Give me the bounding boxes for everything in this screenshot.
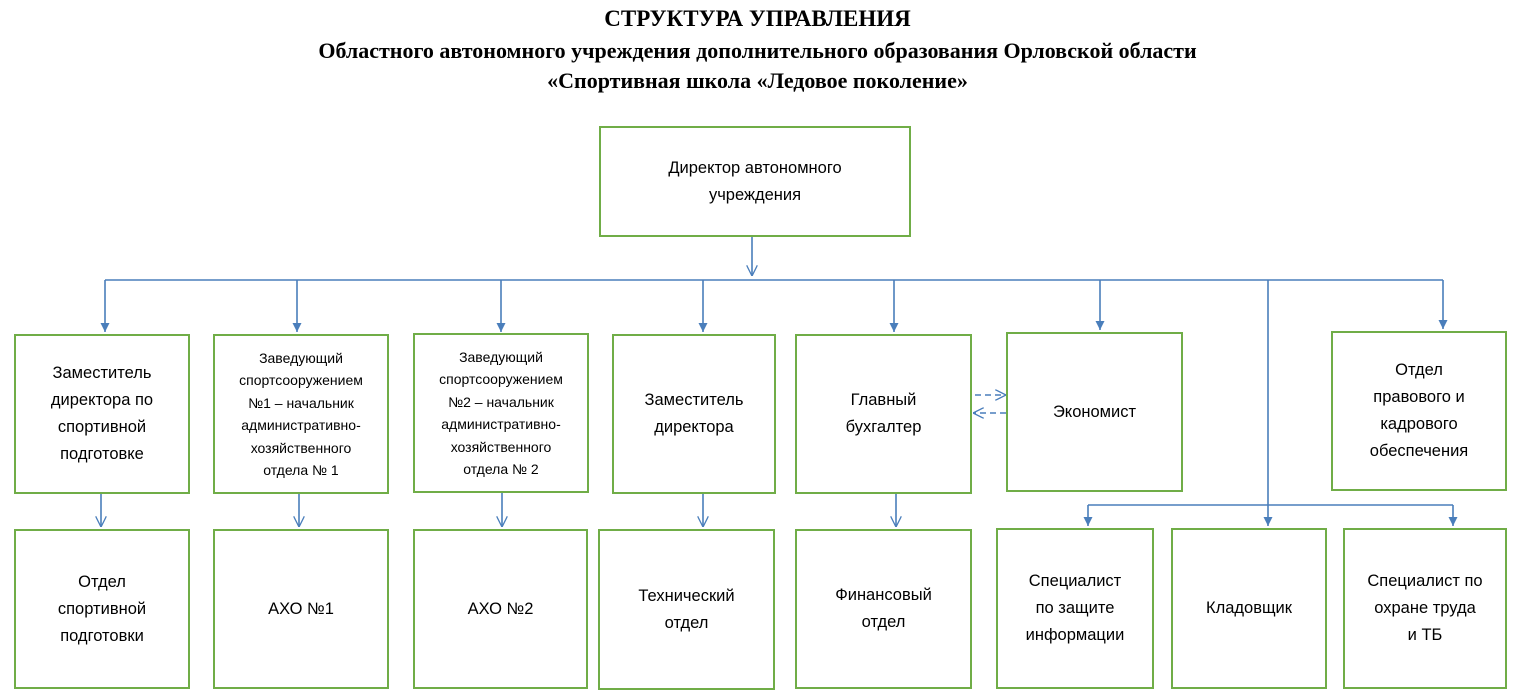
aho1-box: АХО №1: [213, 529, 389, 689]
chief-accountant-label: Главный бухгалтер: [845, 391, 922, 436]
aho2-box: АХО №2: [413, 529, 588, 689]
director-box: Директор автономного учреждения: [599, 126, 911, 237]
economist-box: Экономист: [1006, 332, 1183, 492]
aho2-label: АХО №2: [467, 599, 534, 618]
deputy-box: Заместитель директора: [612, 334, 776, 494]
head-facility-2-label: Заведующий спортсооружением №2 – начальн…: [439, 348, 563, 478]
school-name: «Спортивная школа «Ледовое поколение»: [547, 68, 968, 93]
finance-dept-box: Финансовый отдел: [795, 529, 972, 689]
deputy-sport-box: Заместитель директора по спортивной подг…: [14, 334, 190, 494]
chart-title: СТРУКТУРА УПРАВЛЕНИЯ: [604, 6, 911, 31]
finance-dept-label: Финансовый отдел: [835, 586, 932, 631]
chief-accountant-box: Главный бухгалтер: [795, 334, 972, 494]
director-label: Директор автономного учреждения: [668, 158, 842, 204]
organization-name: Областного автономного учреждения дополн…: [318, 38, 1197, 63]
legal-hr-label: Отдел правового и кадрового обеспечения: [1369, 361, 1469, 460]
sport-dept-box: Отдел спортивной подготовки: [14, 529, 190, 689]
legal-hr-box: Отдел правового и кадрового обеспечения: [1331, 331, 1507, 491]
safety-box: Специалист по охране труда и ТБ: [1343, 528, 1507, 689]
infosec-box: Специалист по защите информации: [996, 528, 1154, 689]
storekeeper-label: Кладовщик: [1206, 599, 1292, 617]
tech-dept-label: Технический отдел: [638, 586, 735, 632]
head-facility-1-label: Заведующий спортсооружением №1 – начальн…: [239, 349, 363, 479]
infosec-label: Специалист по защите информации: [1025, 572, 1125, 644]
sport-dept-label: Отдел спортивной подготовки: [57, 572, 147, 645]
aho1-label: АХО №1: [268, 599, 334, 618]
storekeeper-box: Кладовщик: [1171, 528, 1327, 689]
deputy-label: Заместитель директора: [644, 391, 744, 436]
deputy-sport-label: Заместитель директора по спортивной подг…: [50, 364, 154, 463]
tech-dept-box: Технический отдел: [598, 529, 775, 690]
head-facility-2-box: Заведующий спортсооружением №2 – начальн…: [413, 333, 589, 493]
head-facility-1-box: Заведующий спортсооружением №1 – начальн…: [213, 334, 389, 494]
economist-label: Экономист: [1052, 402, 1137, 421]
safety-label: Специалист по охране труда и ТБ: [1367, 572, 1483, 644]
